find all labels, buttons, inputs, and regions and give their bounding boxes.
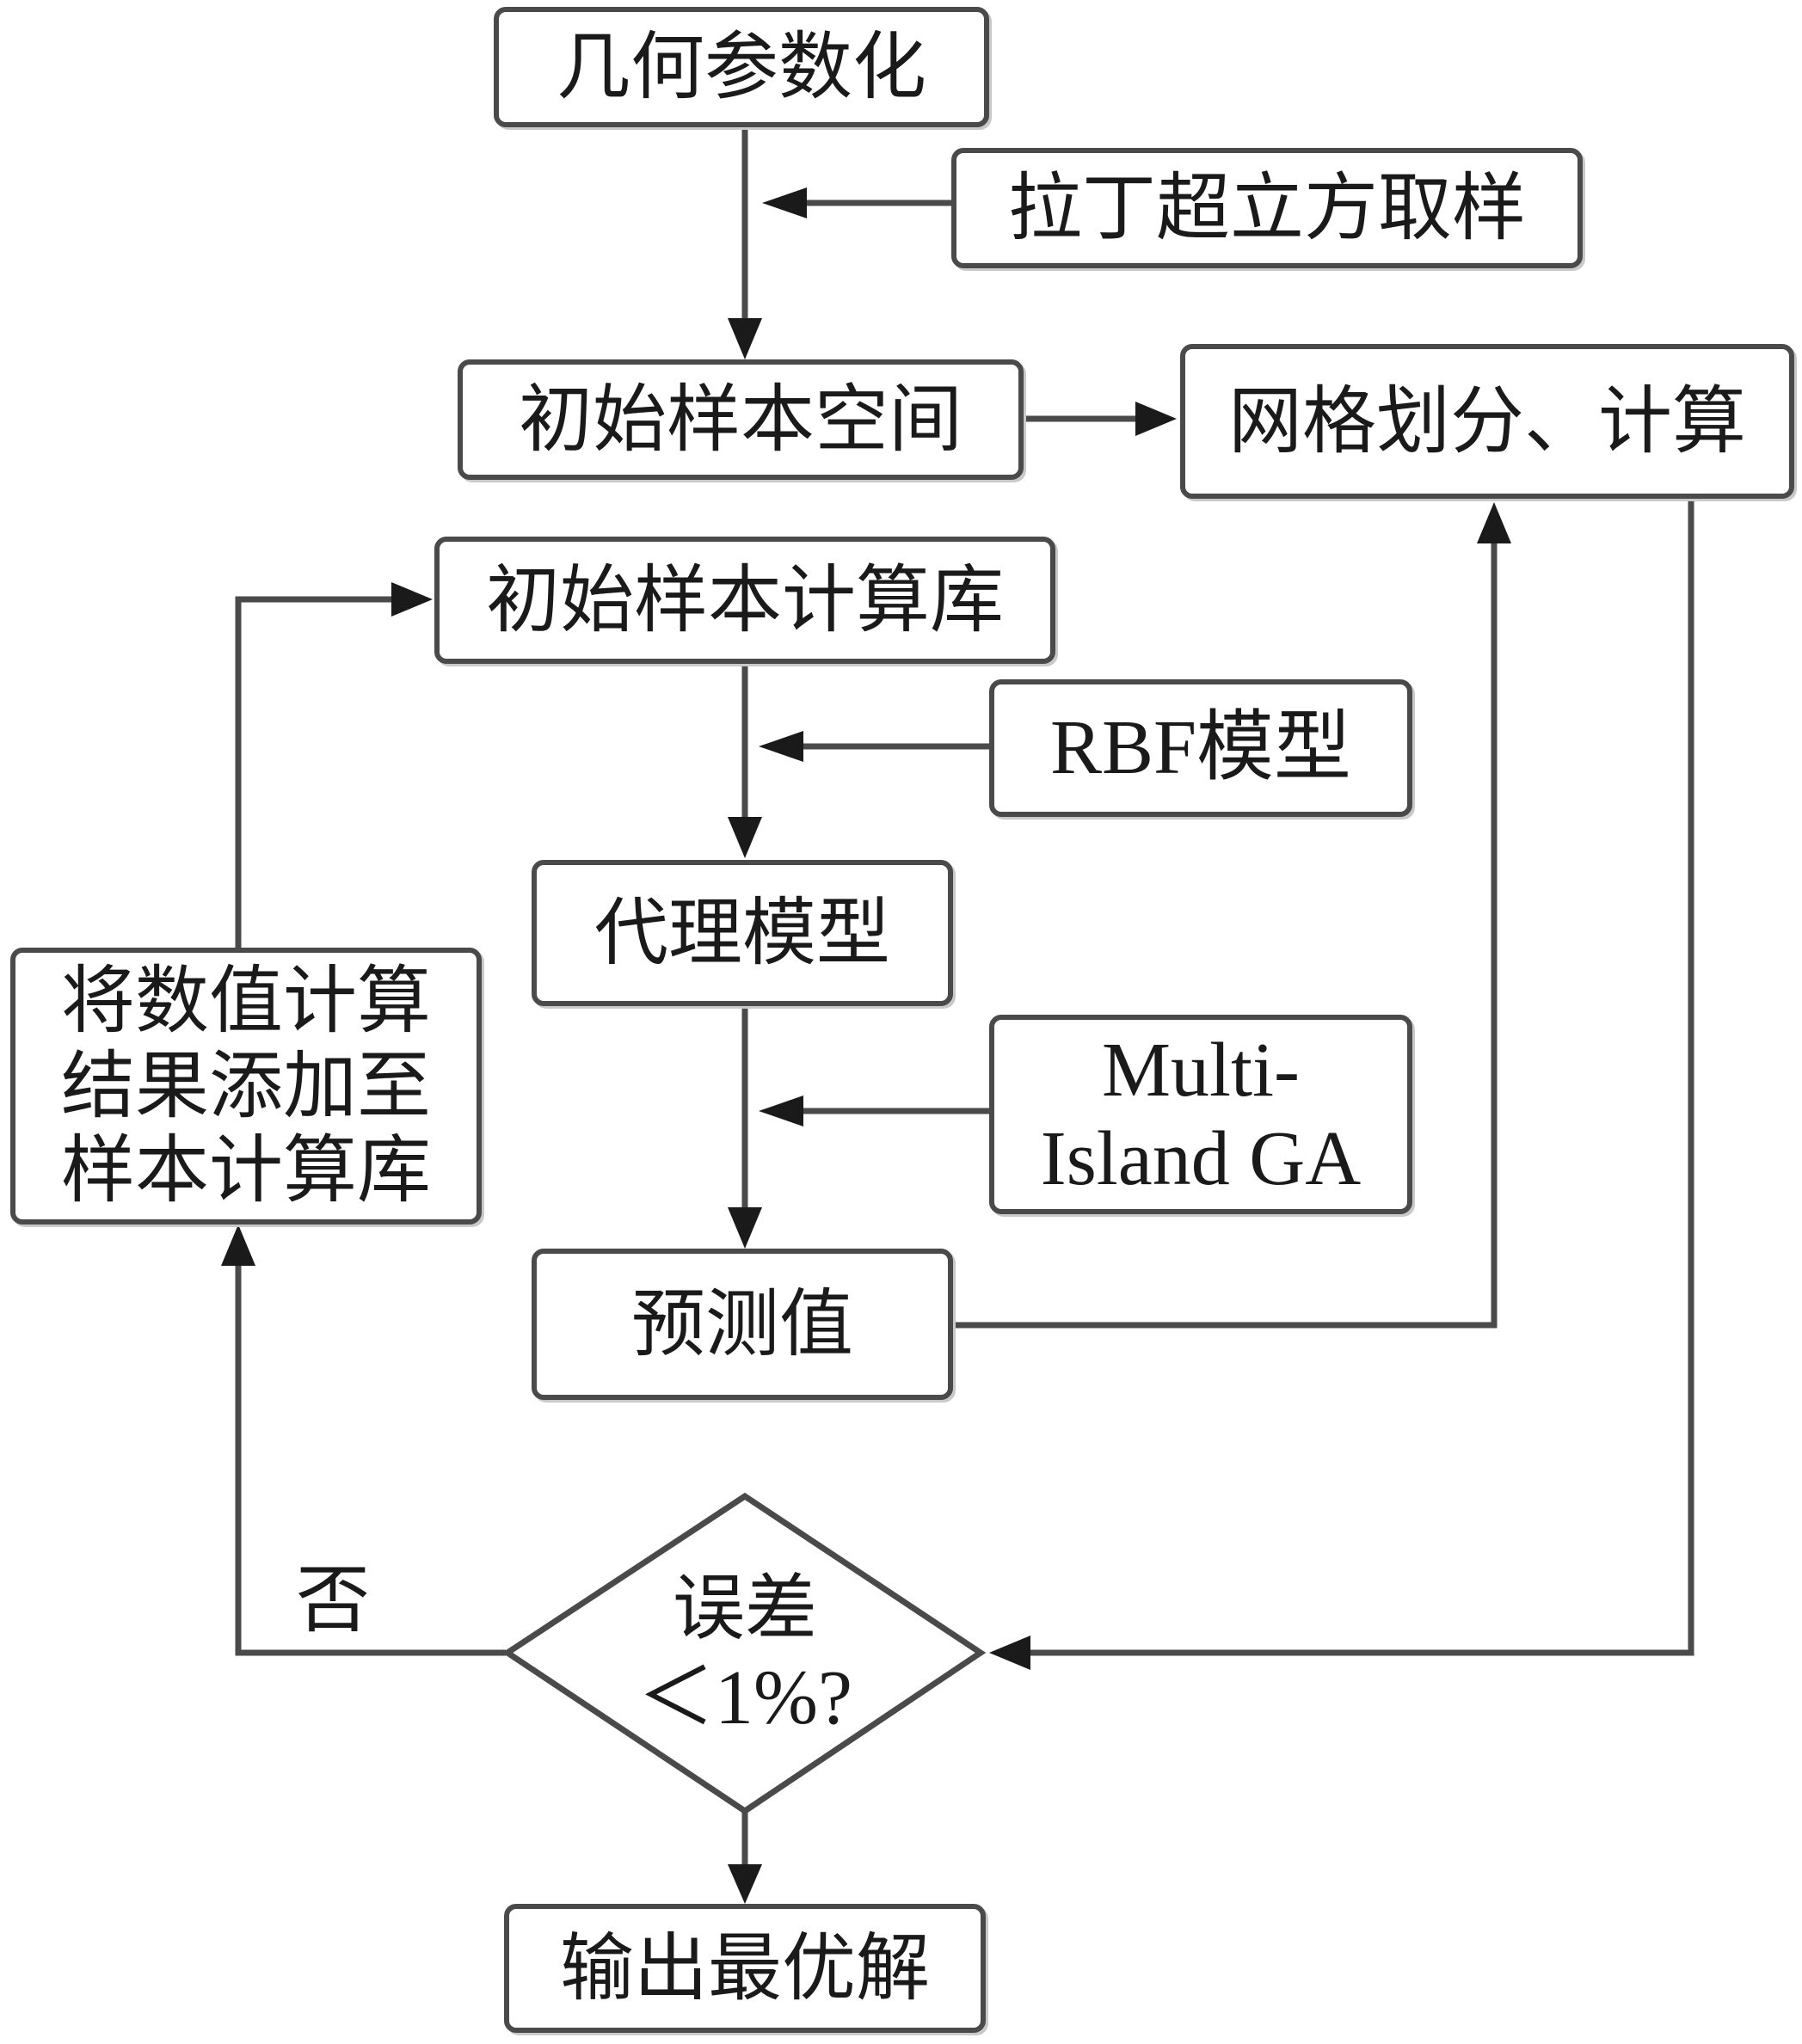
- box-geometry-parameterization: 几何参数化: [494, 7, 989, 127]
- node-label: RBF模型: [1049, 705, 1352, 791]
- arrowhead-surrogate: [728, 817, 762, 858]
- edge-label-no: 否: [296, 1557, 370, 1643]
- node-label: 网格划分、计算: [1228, 377, 1746, 464]
- box-predicted-value: 预测值: [532, 1249, 953, 1400]
- edge-predicted-to-mesh: [950, 543, 1498, 1329]
- node-label-line1: Multi-: [1101, 1027, 1300, 1113]
- box-output-optimal-solution: 输出最优解: [504, 1904, 986, 2033]
- box-initial-sample-space: 初始样本空间: [458, 359, 1024, 480]
- edge-mesh-to-decision: [1030, 496, 1694, 1656]
- node-label: 初始样本计算库: [486, 556, 1004, 643]
- decision-label-line2: ＜1%?: [637, 1654, 852, 1740]
- decision-diamond: [501, 1492, 987, 1815]
- node-label-line1: 将数值计算: [61, 957, 431, 1044]
- node-label-line2: 结果添加至: [61, 1042, 431, 1129]
- box-multi-island-ga: Multi- Island GA: [989, 1015, 1412, 1214]
- arrowhead-ga: [759, 1096, 803, 1126]
- arrowhead-library: [391, 582, 433, 617]
- node-label: 拉丁超立方取样: [1008, 164, 1526, 251]
- node-label: 代理模型: [594, 889, 890, 976]
- node-label-line2: Island GA: [1040, 1116, 1362, 1201]
- arrowhead-mesh-up: [1477, 502, 1511, 543]
- box-initial-sample-library: 初始样本计算库: [434, 537, 1055, 664]
- arrowhead-add-up: [221, 1225, 255, 1266]
- node-label: 初始样本空间: [519, 376, 963, 463]
- box-surrogate-model: 代理模型: [532, 860, 953, 1006]
- arrowhead-decision: [989, 1636, 1030, 1670]
- decision-label-line1: 误差: [672, 1566, 817, 1650]
- box-add-results-to-library: 将数值计算 结果添加至 样本计算库: [10, 948, 482, 1225]
- arrowhead-output: [728, 1864, 762, 1904]
- node-label-line3: 样本计算库: [61, 1127, 431, 1214]
- arrowhead-space: [728, 318, 762, 359]
- edge-add-to-library: [235, 596, 391, 948]
- box-mesh-and-compute: 网格划分、计算: [1180, 344, 1794, 499]
- box-latin-hypercube-sampling: 拉丁超立方取样: [951, 148, 1583, 268]
- arrowhead-rbf: [759, 731, 803, 762]
- arrowhead-lhs: [762, 187, 807, 218]
- decision-label: 误差 ＜1%?: [568, 1565, 922, 1745]
- arrowhead-mesh: [1135, 402, 1177, 436]
- edge-decision-no: [235, 1266, 506, 1656]
- node-label: 几何参数化: [557, 23, 926, 110]
- box-rbf-model: RBF模型: [989, 679, 1412, 817]
- node-label: 预测值: [631, 1280, 853, 1367]
- arrowhead-predicted: [728, 1207, 762, 1249]
- node-label: 输出最优解: [560, 1924, 930, 2011]
